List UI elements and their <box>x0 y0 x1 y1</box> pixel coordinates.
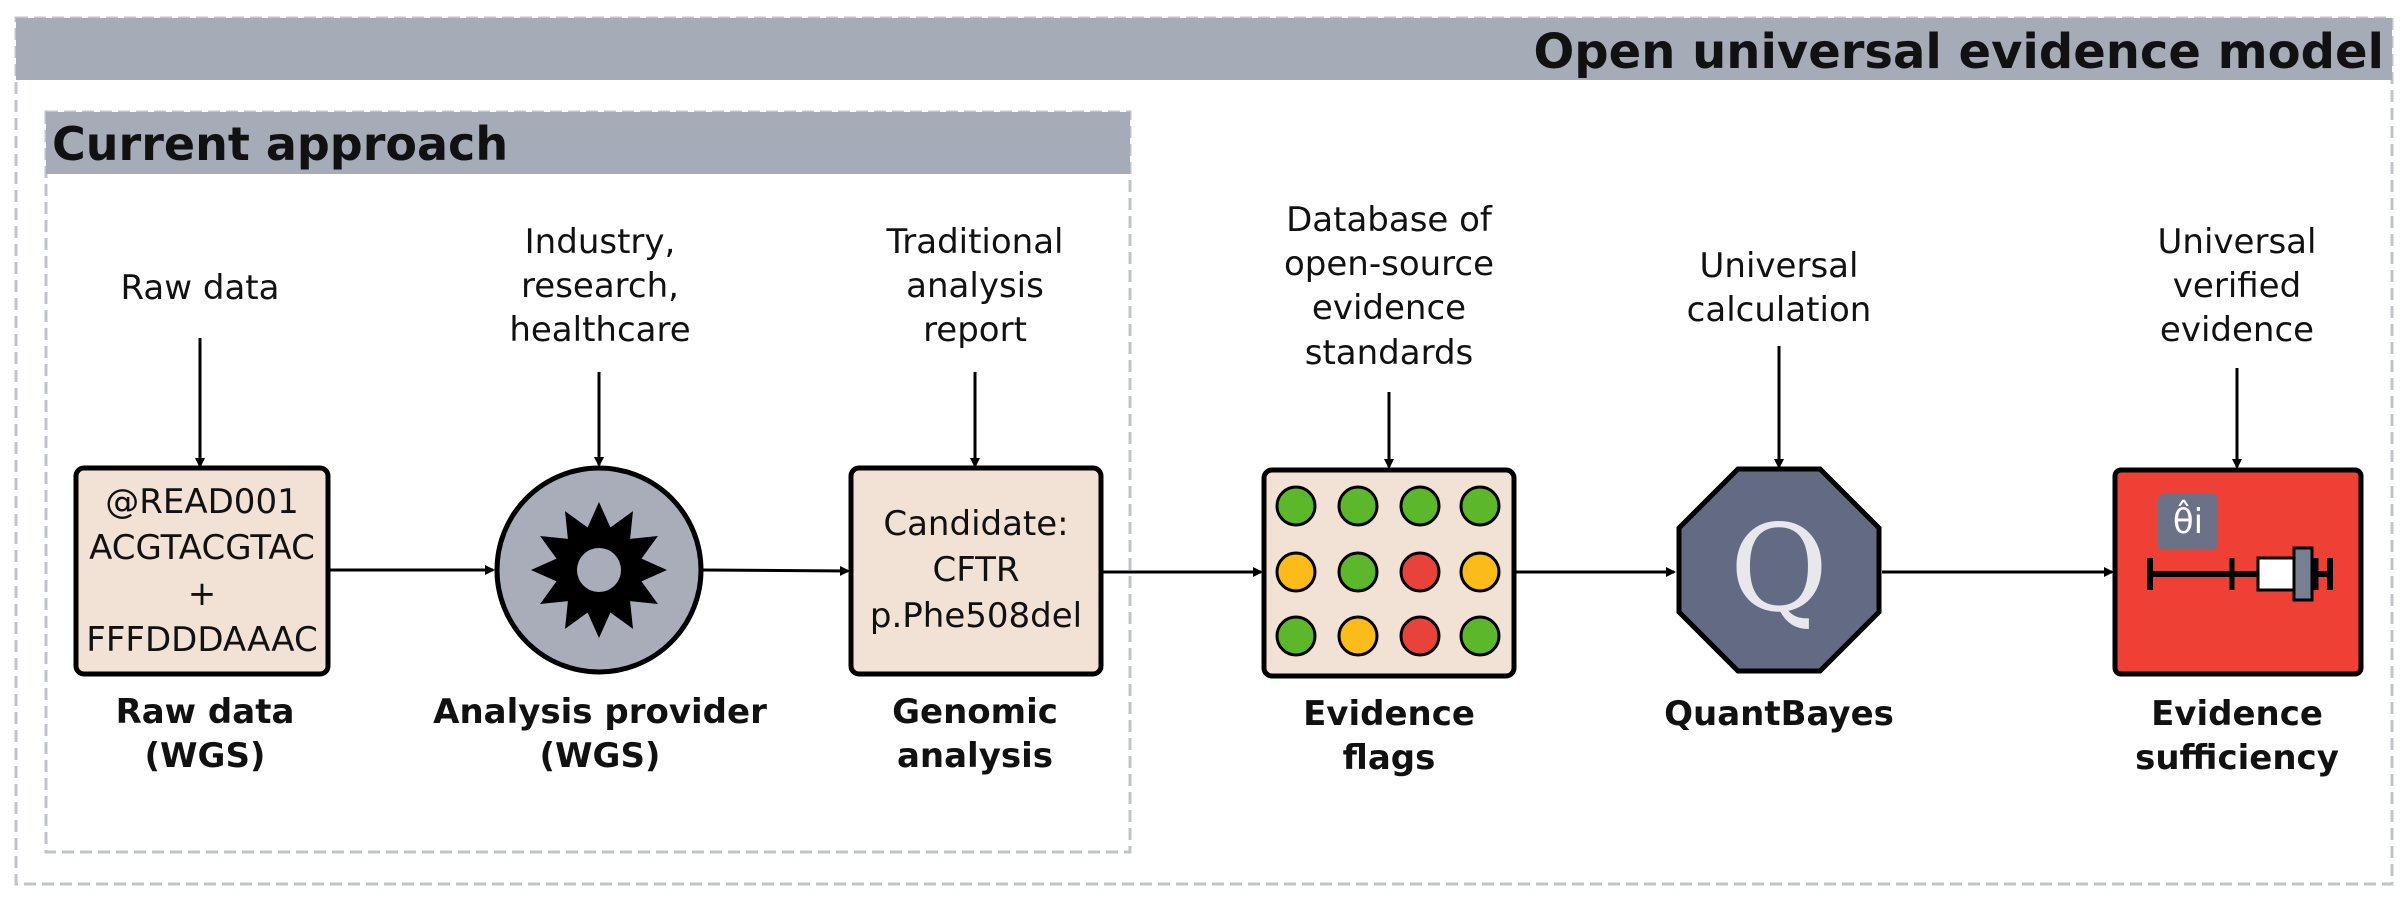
input-label-provider: Industry, research, healthcare <box>509 222 691 351</box>
caption-provider: Analysis provider (WGS) <box>433 692 767 777</box>
genomic-analysis-box <box>848 465 1104 677</box>
flow-arrow-2 <box>702 565 850 576</box>
caption-genomic: Genomic analysis <box>892 692 1058 777</box>
input-label-sufficiency: Universal verified evidence <box>2157 222 2317 351</box>
flag-dot-green <box>1459 615 1501 657</box>
input-label-quantbayes: Universal calculation <box>1686 246 1872 331</box>
flag-dot-green <box>1275 485 1317 527</box>
flag-dot-green <box>1337 551 1379 593</box>
evidence-flags-box <box>1261 467 1517 679</box>
caption-sufficiency: Evidence sufficiency <box>2135 694 2339 779</box>
theta-hat-label: θ̂i <box>2172 502 2204 542</box>
flag-dot-red <box>1399 551 1441 593</box>
flag-dot-green <box>1459 485 1501 527</box>
caption-flags: Evidence flags <box>1303 694 1475 779</box>
estimate-interval-icon <box>2147 546 2333 602</box>
genomic-analysis-box-text: Candidate: CFTR p.Phe508del <box>869 504 1083 636</box>
flag-dot-green <box>1399 485 1441 527</box>
raw-data-box-text: @READ001 ACGTACGTAC + FFFDDDAAAC <box>86 482 318 660</box>
flag-dot-green <box>1337 485 1379 527</box>
inner-banner <box>46 112 1130 174</box>
outer-banner <box>16 18 2392 80</box>
flag-dot-yellow <box>1275 551 1317 593</box>
input-label-genomic: Traditional analysis report <box>886 222 1064 351</box>
flag-dot-red <box>1399 615 1441 657</box>
gear-icon <box>531 502 667 638</box>
flag-dot-green <box>1275 615 1317 657</box>
inner-title: Current approach <box>52 117 509 171</box>
raw-data-box <box>73 465 331 677</box>
theta-badge <box>2158 494 2218 550</box>
quantbayes-symbol: Q <box>1729 500 1829 639</box>
input-label-raw-data: Raw data <box>120 268 280 308</box>
flag-dot-yellow <box>1337 615 1379 657</box>
input-label-flags: Database of open-source evidence standar… <box>1283 200 1495 373</box>
outer-title: Open universal evidence model <box>1533 24 2385 80</box>
flag-dot-yellow <box>1459 551 1501 593</box>
quantbayes-octagon <box>1676 466 1882 674</box>
caption-quantbayes: QuantBayes <box>1664 694 1894 734</box>
caption-raw-data: Raw data (WGS) <box>115 692 295 777</box>
